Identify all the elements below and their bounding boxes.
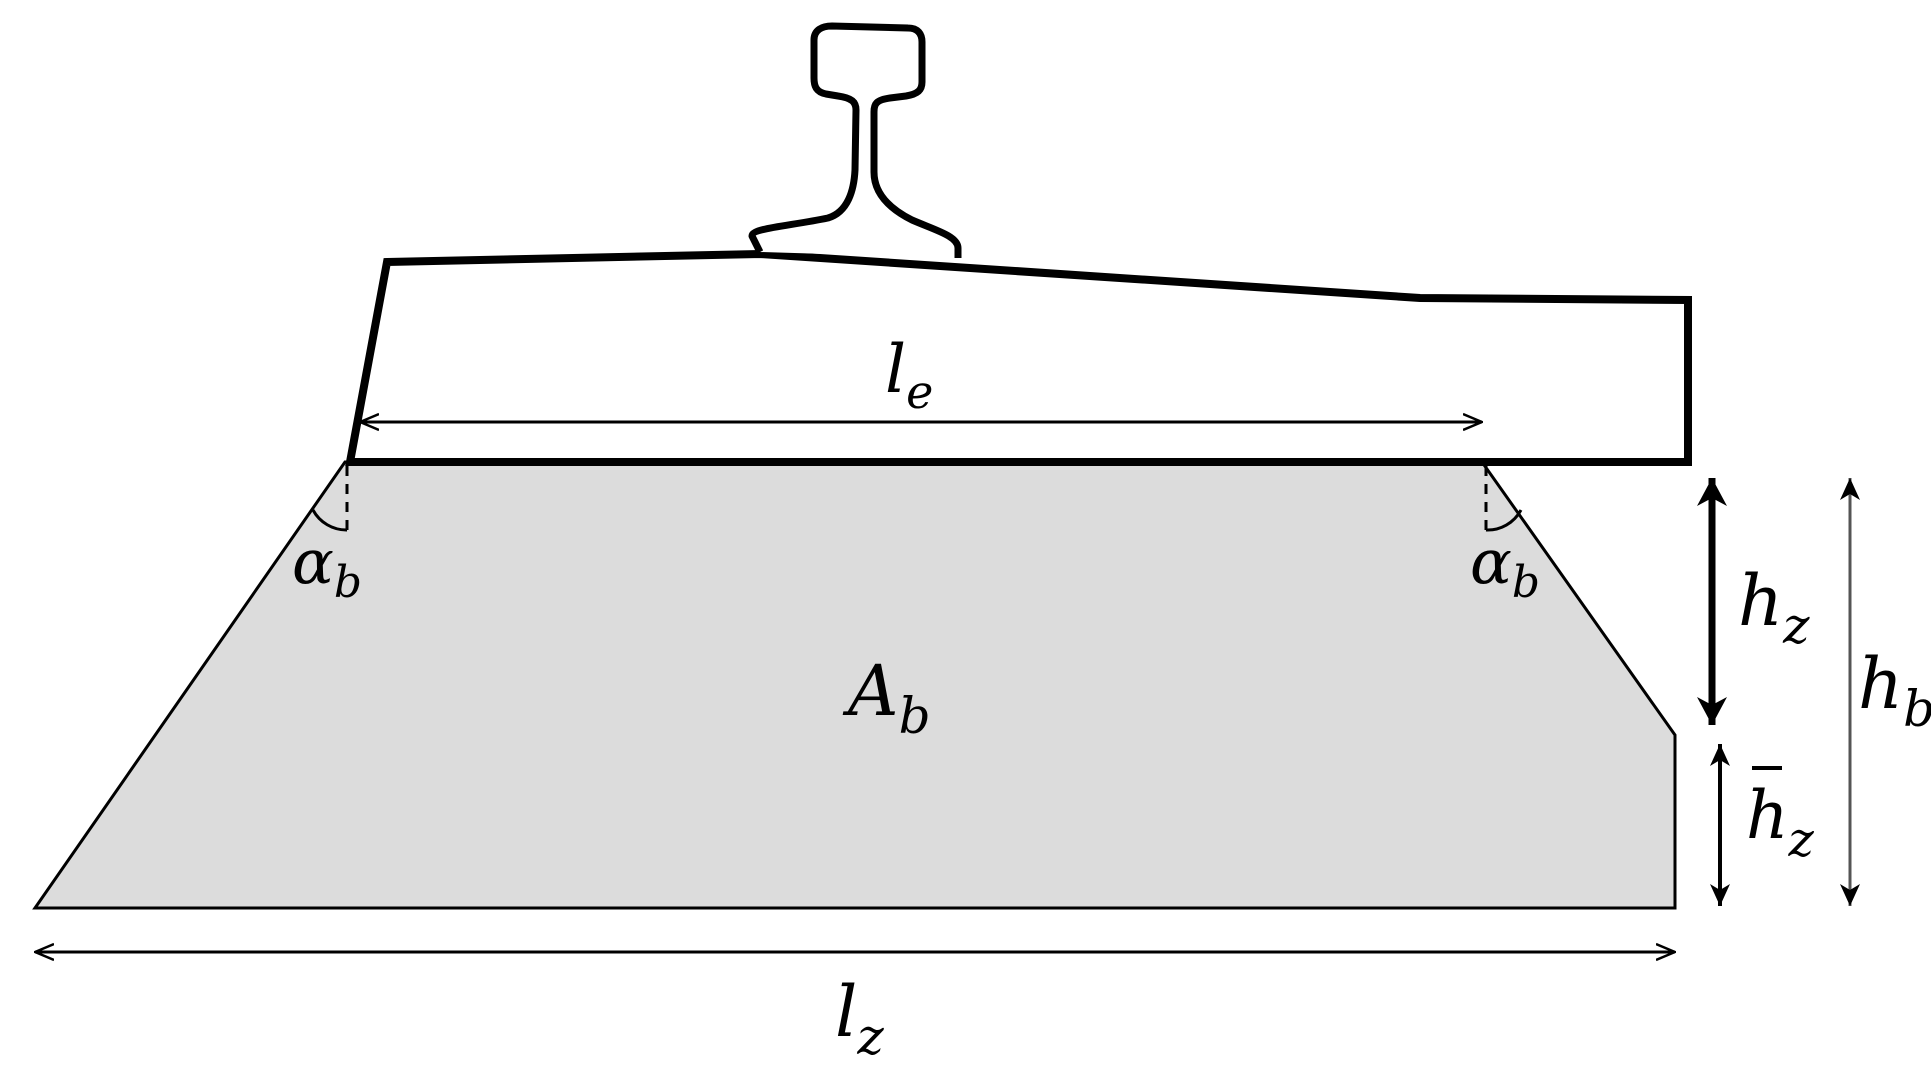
- lz-label: lz: [835, 971, 884, 1066]
- area-label: Ab: [842, 650, 931, 745]
- alpha-left-label: αb: [292, 525, 362, 608]
- hz-label: hz: [1738, 560, 1810, 655]
- left-angle-arc: [311, 509, 348, 532]
- sleeper: [345, 249, 1692, 466]
- le-label: le: [885, 331, 933, 419]
- right-angle-arc: [1485, 509, 1523, 532]
- hb-label: hb: [1858, 643, 1931, 738]
- alpha-right-label: αb: [1470, 525, 1540, 608]
- hz-bar-label: hz: [1746, 777, 1815, 868]
- rail: [748, 22, 962, 258]
